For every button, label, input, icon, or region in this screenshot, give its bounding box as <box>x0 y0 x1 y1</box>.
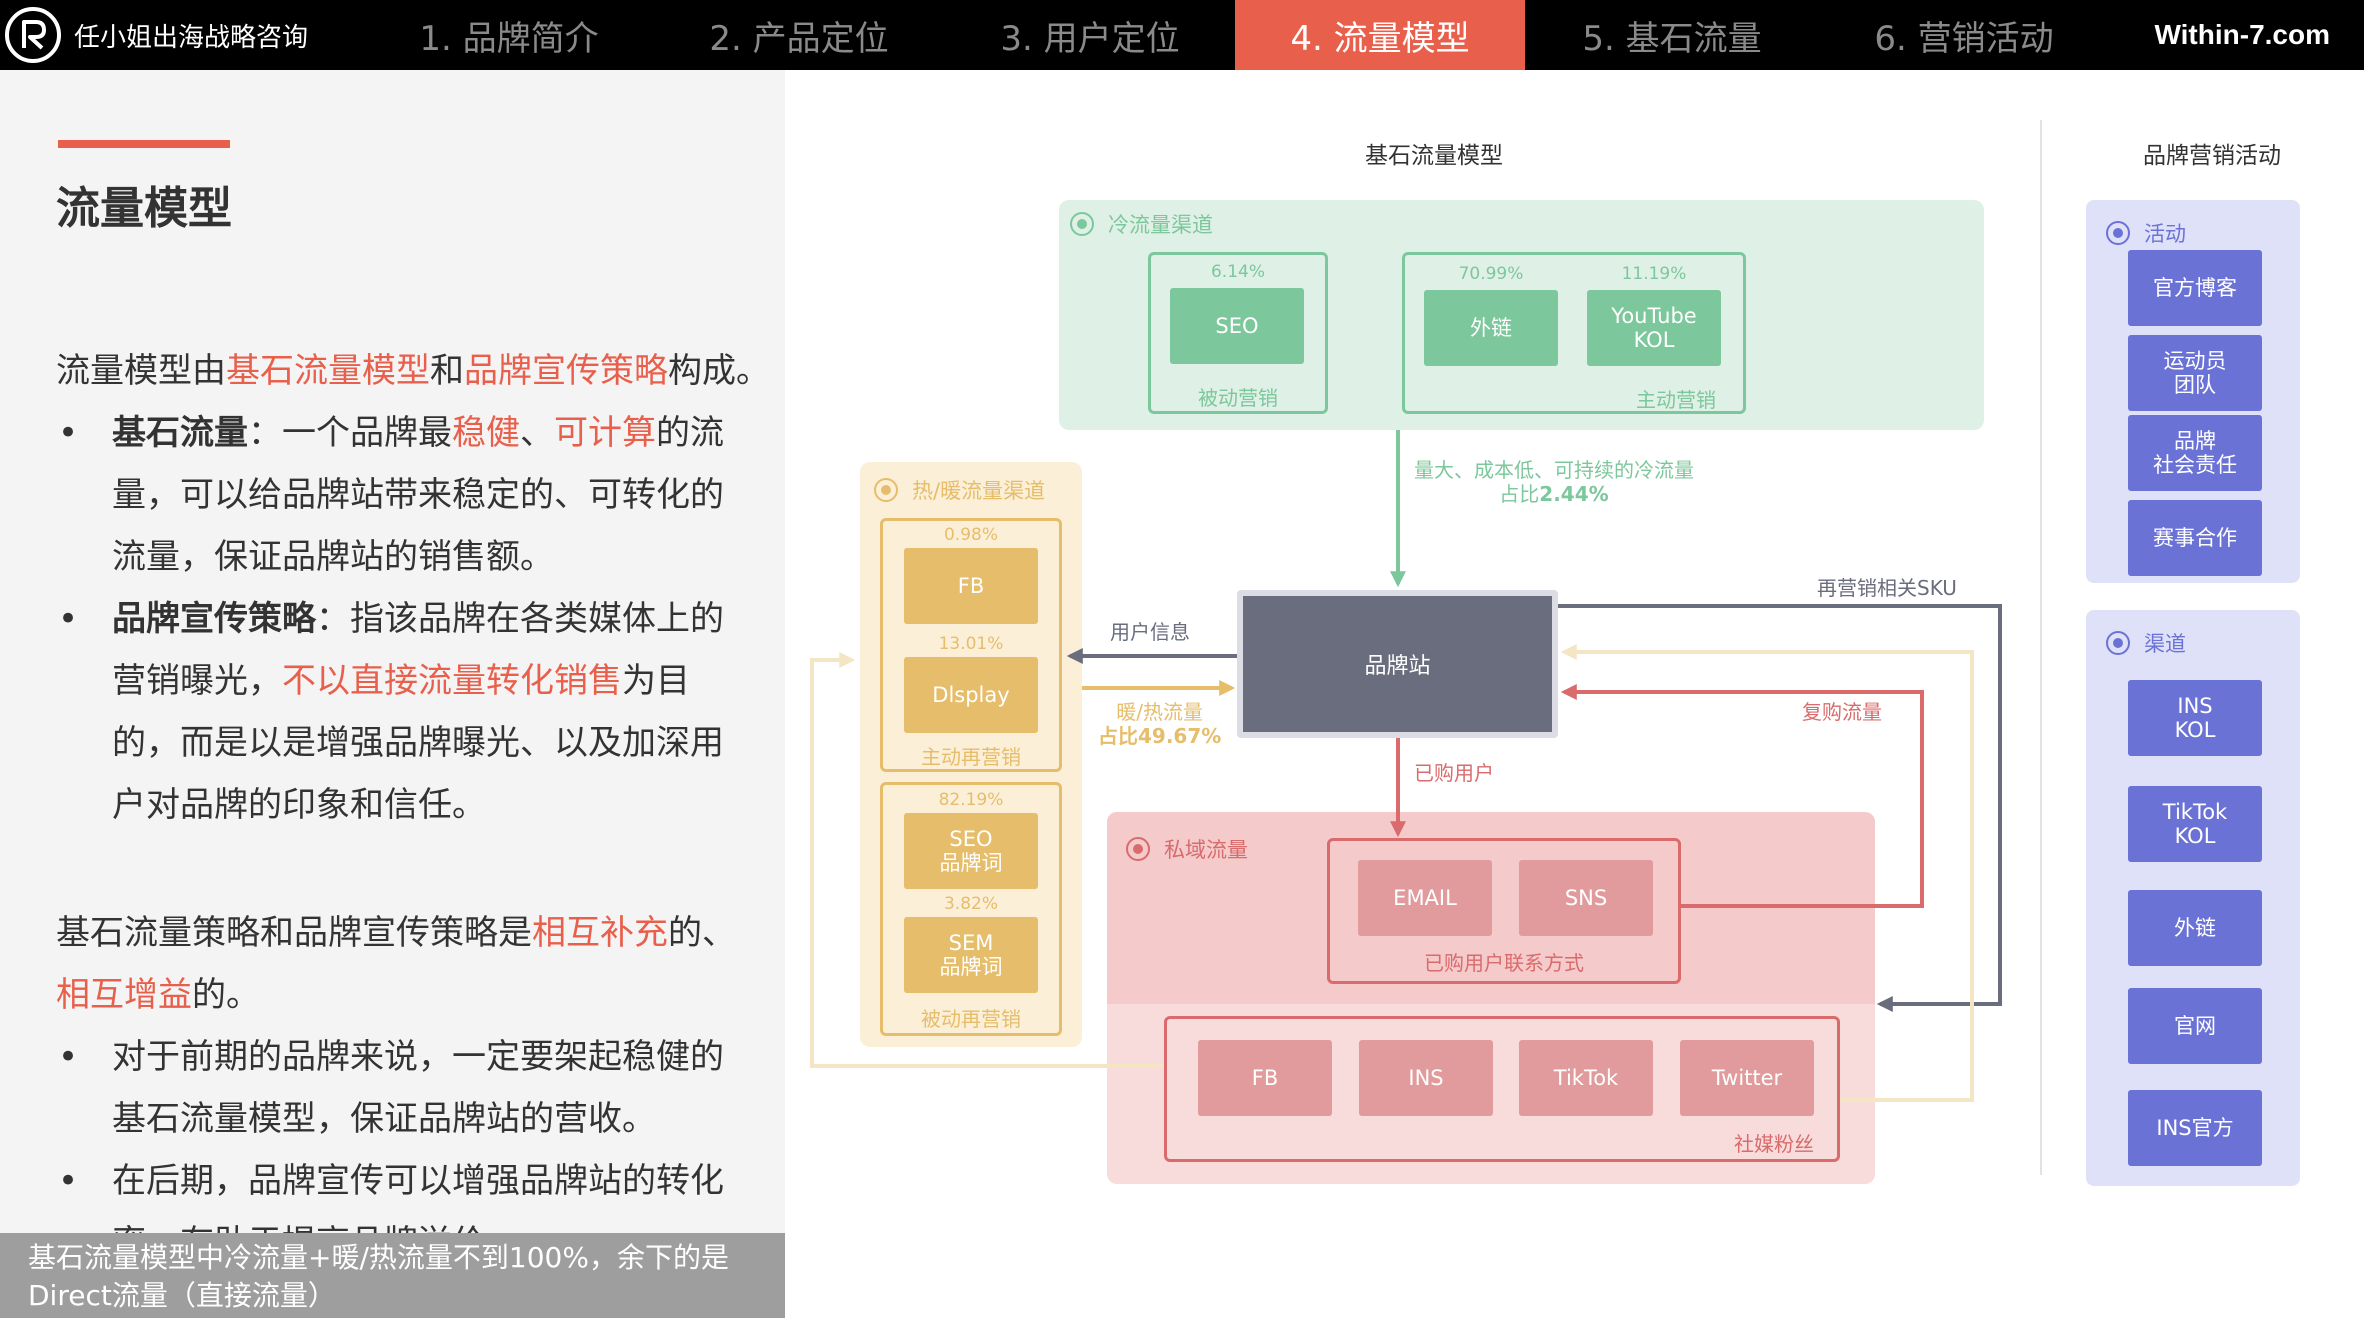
twitter-fans-node[interactable]: Twitter <box>1680 1040 1814 1116</box>
brand-name: 任小姐出海战略咨询 <box>74 22 309 53</box>
display-percent: 13.01% <box>938 634 1004 654</box>
contact-info-caption: 已购用户联系方式 <box>1424 951 1584 975</box>
email-node[interactable]: EMAIL <box>1358 860 1492 936</box>
external-link-percent: 70.99% <box>1458 264 1524 284</box>
repurchase-traffic-label: 复购流量 <box>1802 700 1882 724</box>
youtube-kol-percent: 11.19% <box>1621 264 1687 284</box>
site-url[interactable]: Within-7.com <box>2154 19 2330 50</box>
sidebar-title: 品牌营销活动 <box>2143 143 2281 169</box>
cold-traffic-annotation: 量大、成本低、可持续的冷流量 占比2.44% <box>1414 458 1694 506</box>
user-info-label: 用户信息 <box>1110 620 1190 644</box>
athlete-team-node[interactable]: 运动员团队 <box>2128 335 2262 411</box>
list-item: 基石流量：一个品牌最稳健、可计算的流量，可以给品牌站带来稳定的、可转化的流量，保… <box>56 402 756 588</box>
list-item: 品牌宣传策略：指该品牌在各类媒体上的营销曝光，不以直接流量转化销售为目的，而是以… <box>56 588 756 836</box>
page-title: 流量模型 <box>56 183 232 234</box>
fb-percent: 0.98% <box>943 525 998 545</box>
ins-official-node[interactable]: INS官方 <box>2128 1090 2262 1166</box>
tab-product-positioning[interactable]: 2. 产品定位 <box>709 18 889 59</box>
seo-node[interactable]: SEO <box>1170 288 1304 364</box>
brand-csr-node[interactable]: 品牌社会责任 <box>2128 415 2262 491</box>
passive-marketing-caption: 被动营销 <box>1198 386 1278 410</box>
list-item: 对于前期的品牌来说，一定要架起稳健的基石流量模型，保证品牌站的营收。 <box>56 1026 756 1150</box>
fb-fans-node[interactable]: FB <box>1198 1040 1332 1116</box>
activity-label: 活动 <box>2106 218 2186 248</box>
relation-paragraph: 基石流量策略和品牌宣传策略是相互补充的、相互增益的。 <box>56 913 736 1015</box>
event-partnership-node[interactable]: 赛事合作 <box>2128 500 2262 576</box>
radio-icon <box>2106 221 2130 245</box>
top-nav-bar: 任小姐出海战略咨询 1. 品牌简介 2. 产品定位 3. 用户定位 4. 流量模… <box>0 0 2364 70</box>
external-link-node[interactable]: 外链 <box>1424 290 1558 366</box>
external-link-channel-node[interactable]: 外链 <box>2128 890 2262 966</box>
fb-ad-node[interactable]: FB <box>904 548 1038 624</box>
sidebar-divider <box>2040 120 2042 1175</box>
active-marketing-caption: 主动营销 <box>1636 388 1716 412</box>
warm-traffic-label: 热/暖流量渠道 <box>874 475 1045 505</box>
active-remarketing-caption: 主动再营销 <box>921 745 1021 769</box>
definition-list: 基石流量：一个品牌最稳健、可计算的流量，可以给品牌站带来稳定的、可转化的流量，保… <box>56 402 756 836</box>
tab-traffic-model[interactable]: 4. 流量模型 <box>1235 0 1525 70</box>
tab-user-positioning[interactable]: 3. 用户定位 <box>1000 18 1180 59</box>
title-accent-bar <box>58 140 230 148</box>
private-traffic-label: 私域流量 <box>1126 834 1248 864</box>
brand[interactable]: 任小姐出海战略咨询 <box>0 0 308 70</box>
tab-marketing-activities[interactable]: 6. 营销活动 <box>1874 18 2054 59</box>
official-site-node[interactable]: 官网 <box>2128 988 2262 1064</box>
radio-icon <box>1070 212 1094 236</box>
cold-traffic-label: 冷流量渠道 <box>1070 209 1213 239</box>
tab-cornerstone-traffic[interactable]: 5. 基石流量 <box>1582 18 1762 59</box>
radio-icon <box>874 478 898 502</box>
passive-remarketing-caption: 被动再营销 <box>921 1007 1021 1031</box>
channel-label: 渠道 <box>2106 628 2186 658</box>
brand-logo-icon <box>5 7 61 63</box>
brand-site-node[interactable]: 品牌站 <box>1237 590 1558 738</box>
sem-brand-percent: 3.82% <box>943 894 998 914</box>
ins-fans-node[interactable]: INS <box>1359 1040 1493 1116</box>
tab-brand-intro[interactable]: 1. 品牌简介 <box>419 18 599 59</box>
remarketing-sku-arrow <box>1558 604 2002 1012</box>
tiktok-fans-node[interactable]: TikTok <box>1519 1040 1653 1116</box>
footer-note: 基石流量模型中冷流量+暖/热流量不到100%，余下的是Direct流量（直接流量… <box>0 1233 785 1318</box>
sns-node[interactable]: SNS <box>1519 860 1653 936</box>
left-panel: 流量模型 流量模型由基石流量模型和品牌宣传策略构成。 基石流量：一个品牌最稳健、… <box>0 70 785 1318</box>
remarketing-sku-label: 再营销相关SKU <box>1817 576 1957 600</box>
diagram-title: 基石流量模型 <box>1365 143 1503 169</box>
radio-icon <box>2106 631 2130 655</box>
display-ad-node[interactable]: Dlsplay <box>904 657 1038 733</box>
purchased-users-label: 已购用户 <box>1414 761 1494 785</box>
intro-paragraph: 流量模型由基石流量模型和品牌宣传策略构成。 <box>56 351 770 391</box>
seo-brand-percent: 82.19% <box>938 790 1004 810</box>
social-fans-caption: 社媒粉丝 <box>1734 1132 1814 1156</box>
seo-percent: 6.14% <box>1210 262 1265 282</box>
warm-traffic-annotation: 暖/热流量 占比49.67% <box>1098 700 1222 748</box>
official-blog-node[interactable]: 官方博客 <box>2128 250 2262 326</box>
radio-icon <box>1126 837 1150 861</box>
